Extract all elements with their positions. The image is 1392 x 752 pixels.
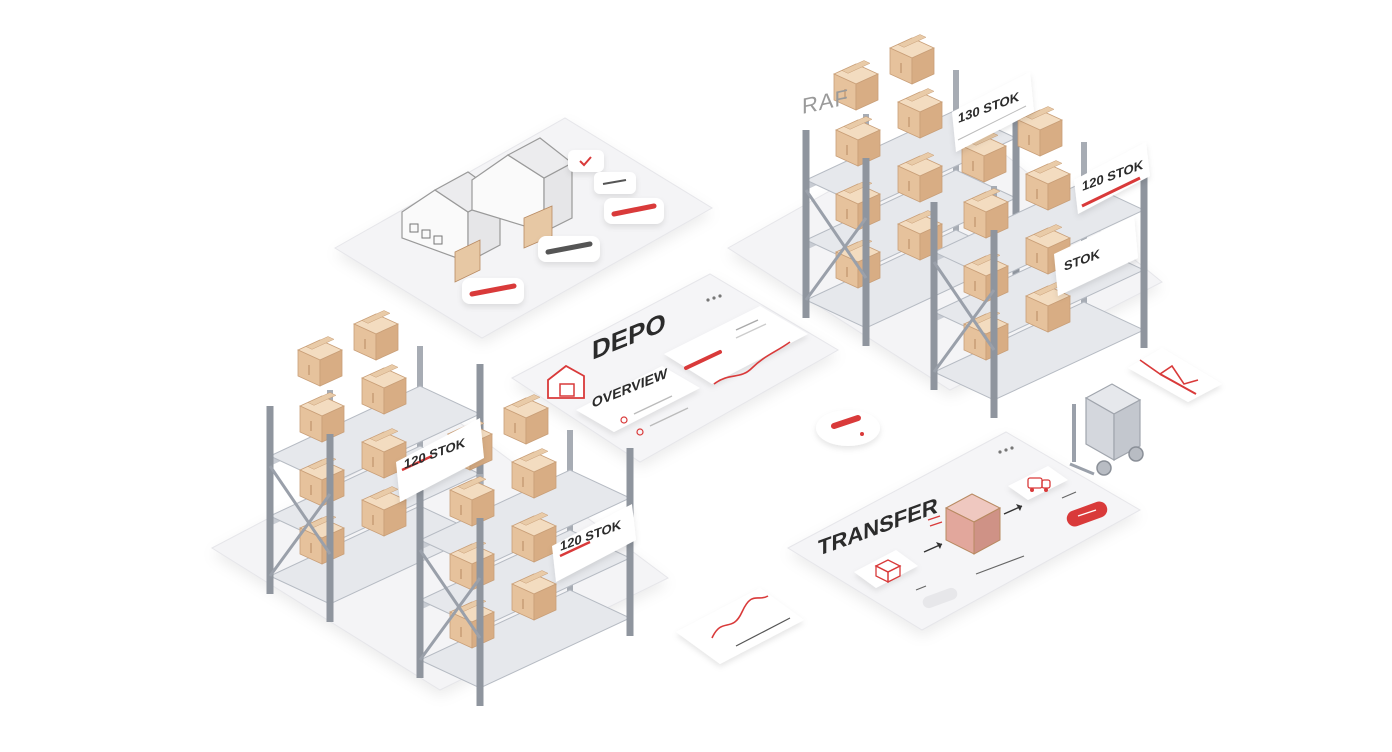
status-card (594, 172, 636, 194)
mini-chart-card (1128, 348, 1222, 402)
stock-card (1054, 216, 1138, 296)
transfer-box (927, 493, 1002, 555)
arrow-right-icon (1003, 504, 1023, 515)
status-chip (816, 410, 880, 446)
check-icon (579, 156, 592, 167)
stock-card (552, 504, 636, 582)
raf-platform (727, 35, 1163, 419)
forklift-icon (1069, 383, 1144, 476)
truck-icon (1027, 477, 1051, 492)
package-icon (874, 559, 902, 584)
depo-overview-card (511, 273, 839, 463)
stock-card (396, 418, 484, 502)
mini-chart-card (676, 588, 804, 664)
transfer-platform (786, 431, 1142, 631)
status-card (568, 150, 604, 172)
stock-card (952, 72, 1034, 152)
status-button (1066, 501, 1108, 527)
warehouse-platform (334, 117, 713, 339)
arrow-right-icon (923, 542, 943, 553)
warehouse-building-icon (471, 137, 574, 249)
warehouse-icon (547, 364, 585, 399)
stock-card (1074, 142, 1150, 214)
storage-platform (210, 311, 669, 707)
